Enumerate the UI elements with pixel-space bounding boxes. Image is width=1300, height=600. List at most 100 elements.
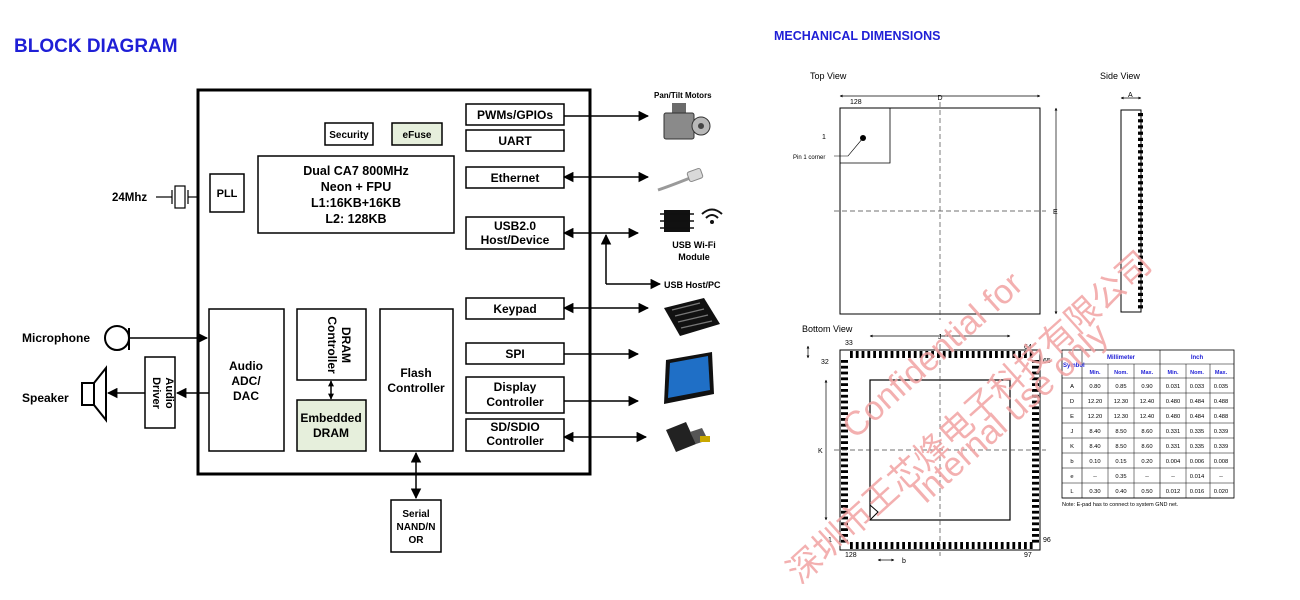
bottom-pin xyxy=(841,400,848,404)
bottom-pin xyxy=(1029,542,1033,549)
bottom-pin xyxy=(896,351,900,358)
bottom-pin xyxy=(841,516,848,520)
svg-text:DRAM: DRAM xyxy=(339,327,353,363)
usb-host-label: USB Host/PC xyxy=(664,280,721,290)
table-cell: 0.484 xyxy=(1190,414,1205,420)
bottom-pin xyxy=(1032,383,1039,386)
bottom-pin xyxy=(1032,394,1039,398)
pll-block: PLL xyxy=(209,173,245,213)
side-pin xyxy=(1138,212,1143,216)
bottom-pin xyxy=(1032,470,1039,473)
pin1-corner-label: Pin 1 corner xyxy=(793,155,825,161)
table-cell: 0.335 xyxy=(1190,444,1205,450)
bottom-pin xyxy=(977,351,981,358)
bottom-pin xyxy=(1032,528,1039,531)
table-cell: e xyxy=(1070,474,1073,480)
bottom-pin xyxy=(1032,539,1039,543)
side-pin xyxy=(1138,249,1143,253)
embedded-dram-block: Embedded DRAM xyxy=(296,399,367,452)
side-pin xyxy=(1138,206,1143,210)
table-cell: 0.035 xyxy=(1214,384,1229,390)
bottom-pin xyxy=(841,423,848,427)
side-pin xyxy=(1138,162,1143,166)
table-cell: 0.30 xyxy=(1089,489,1100,495)
svg-text:USB2.0: USB2.0 xyxy=(494,219,536,233)
side-pin xyxy=(1138,261,1143,265)
table-cell: -- xyxy=(1093,474,1097,480)
side-pin xyxy=(1138,156,1143,160)
ethernet-block: Ethernet xyxy=(465,166,565,189)
dimension-table: Symbol Millimeter Inch Min.Nom.Max.Min.N… xyxy=(1061,349,1235,499)
svg-text:Host/Device: Host/Device xyxy=(481,233,550,247)
dim-a-label: A xyxy=(1128,92,1133,99)
bottom-pin xyxy=(841,534,848,537)
bottom-pin xyxy=(960,351,963,358)
bottom-pin xyxy=(841,499,848,502)
table-cell: 0.335 xyxy=(1190,429,1205,435)
bottom-pin xyxy=(966,351,969,358)
bottom-pin xyxy=(983,351,987,358)
table-cell: 12.20 xyxy=(1088,399,1103,405)
bottom-pin xyxy=(966,542,969,549)
bottom-pin xyxy=(925,351,929,358)
audio-adc-dac-block: Audio ADC/ DAC xyxy=(208,308,285,452)
bottom-pin xyxy=(841,493,848,497)
bottom-pin xyxy=(884,351,888,358)
bottom-pin xyxy=(1032,516,1039,520)
bottom-pin xyxy=(1024,351,1027,358)
bottom-pin xyxy=(948,351,952,358)
svg-text:eFuse: eFuse xyxy=(403,130,432,141)
pin-65: 65 xyxy=(1043,358,1051,365)
bottom-pin xyxy=(841,435,848,439)
table-cell: 8.60 xyxy=(1141,429,1152,435)
bottom-pin xyxy=(995,542,998,549)
side-pin xyxy=(1138,137,1143,141)
table-cell: 0.20 xyxy=(1141,459,1152,465)
pan-tilt-label: Pan/Tilt Motors xyxy=(654,91,712,100)
bottom-pin xyxy=(931,542,934,549)
table-cell: J xyxy=(1071,429,1074,435)
bottom-pin xyxy=(1032,452,1039,456)
svg-text:Controller: Controller xyxy=(486,395,544,409)
sdio-controller-block: SD/SDIO Controller xyxy=(465,418,565,452)
table-cell: D xyxy=(1070,399,1074,405)
bottom-pin xyxy=(841,528,848,531)
bottom-pin xyxy=(925,542,929,549)
svg-text:Controller: Controller xyxy=(325,316,339,374)
ethernet-cable-icon xyxy=(657,167,704,192)
side-pin xyxy=(1138,119,1143,123)
side-pin xyxy=(1138,255,1143,259)
bottom-pin xyxy=(841,464,848,468)
bottom-pin xyxy=(1032,435,1039,439)
bottom-pin xyxy=(1024,542,1027,549)
top-view-label: Top View xyxy=(810,71,847,81)
bottom-pin xyxy=(919,542,923,549)
bottom-pin xyxy=(841,371,848,375)
side-pin xyxy=(1138,218,1143,222)
bottom-pin xyxy=(954,351,958,358)
tablet-icon xyxy=(664,352,714,404)
bottom-pin xyxy=(841,452,848,456)
svg-text:NAND/N: NAND/N xyxy=(397,522,436,533)
bottom-pin xyxy=(1032,505,1039,508)
bottom-pin xyxy=(1000,542,1004,549)
bottom-pin xyxy=(995,351,998,358)
bottom-pin xyxy=(971,542,975,549)
table-subheader: Max. xyxy=(1141,370,1154,376)
bottom-pin xyxy=(1032,534,1039,537)
table-cell: 0.014 xyxy=(1190,474,1205,480)
svg-text:Serial: Serial xyxy=(402,509,429,520)
bottom-pin xyxy=(1032,447,1039,450)
keypad-icon xyxy=(664,298,720,336)
bottom-pin xyxy=(841,505,848,508)
table-cell: -- xyxy=(1219,474,1223,480)
bottom-pin xyxy=(841,418,848,421)
side-pin xyxy=(1138,274,1143,278)
pin-96: 96 xyxy=(1043,537,1051,544)
clock-label: 24Mhz xyxy=(112,192,147,204)
bottom-pin xyxy=(841,441,848,444)
bottom-pin xyxy=(855,351,859,358)
bottom-pin xyxy=(902,351,905,358)
bottom-pin xyxy=(971,351,975,358)
bottom-view-outline xyxy=(834,344,1046,556)
